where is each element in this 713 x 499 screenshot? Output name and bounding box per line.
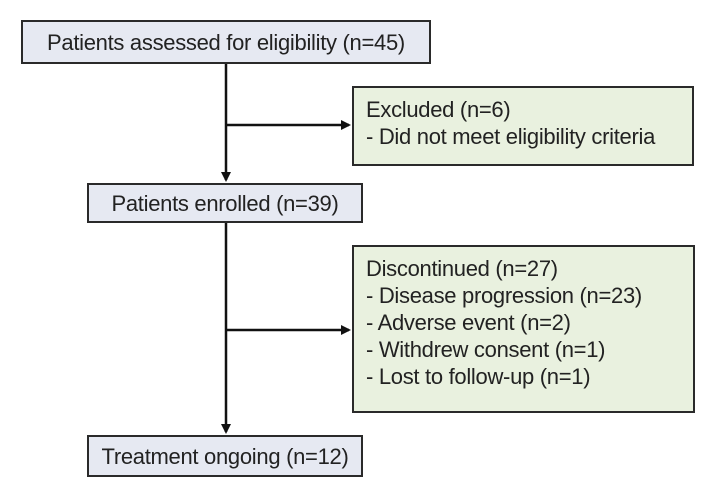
ongoing-label: Treatment ongoing (n=12) — [101, 443, 349, 469]
discontinued-reason-progression: - Disease progression (n=23) — [366, 283, 642, 308]
discontinued-title: Discontinued (n=27) — [366, 256, 558, 281]
ongoing-box: Treatment ongoing (n=12) — [87, 435, 363, 477]
discontinued-reason-followup: - Lost to follow-up (n=1) — [366, 364, 591, 389]
discontinued-box: Discontinued (n=27) - Disease progressio… — [352, 245, 695, 413]
assessed-box: Patients assessed for eligibility (n=45) — [21, 20, 431, 64]
excluded-box: Excluded (n=6) - Did not meet eligibilit… — [352, 86, 694, 166]
excluded-reason: - Did not meet eligibility criteria — [366, 124, 656, 149]
excluded-title: Excluded (n=6) — [366, 97, 511, 122]
discontinued-reason-adverse: - Adverse event (n=2) — [366, 310, 571, 335]
enrolled-label: Patients enrolled (n=39) — [111, 190, 339, 216]
enrolled-box: Patients enrolled (n=39) — [87, 183, 363, 223]
assessed-label: Patients assessed for eligibility (n=45) — [47, 29, 405, 55]
discontinued-reason-consent: - Withdrew consent (n=1) — [366, 337, 606, 362]
